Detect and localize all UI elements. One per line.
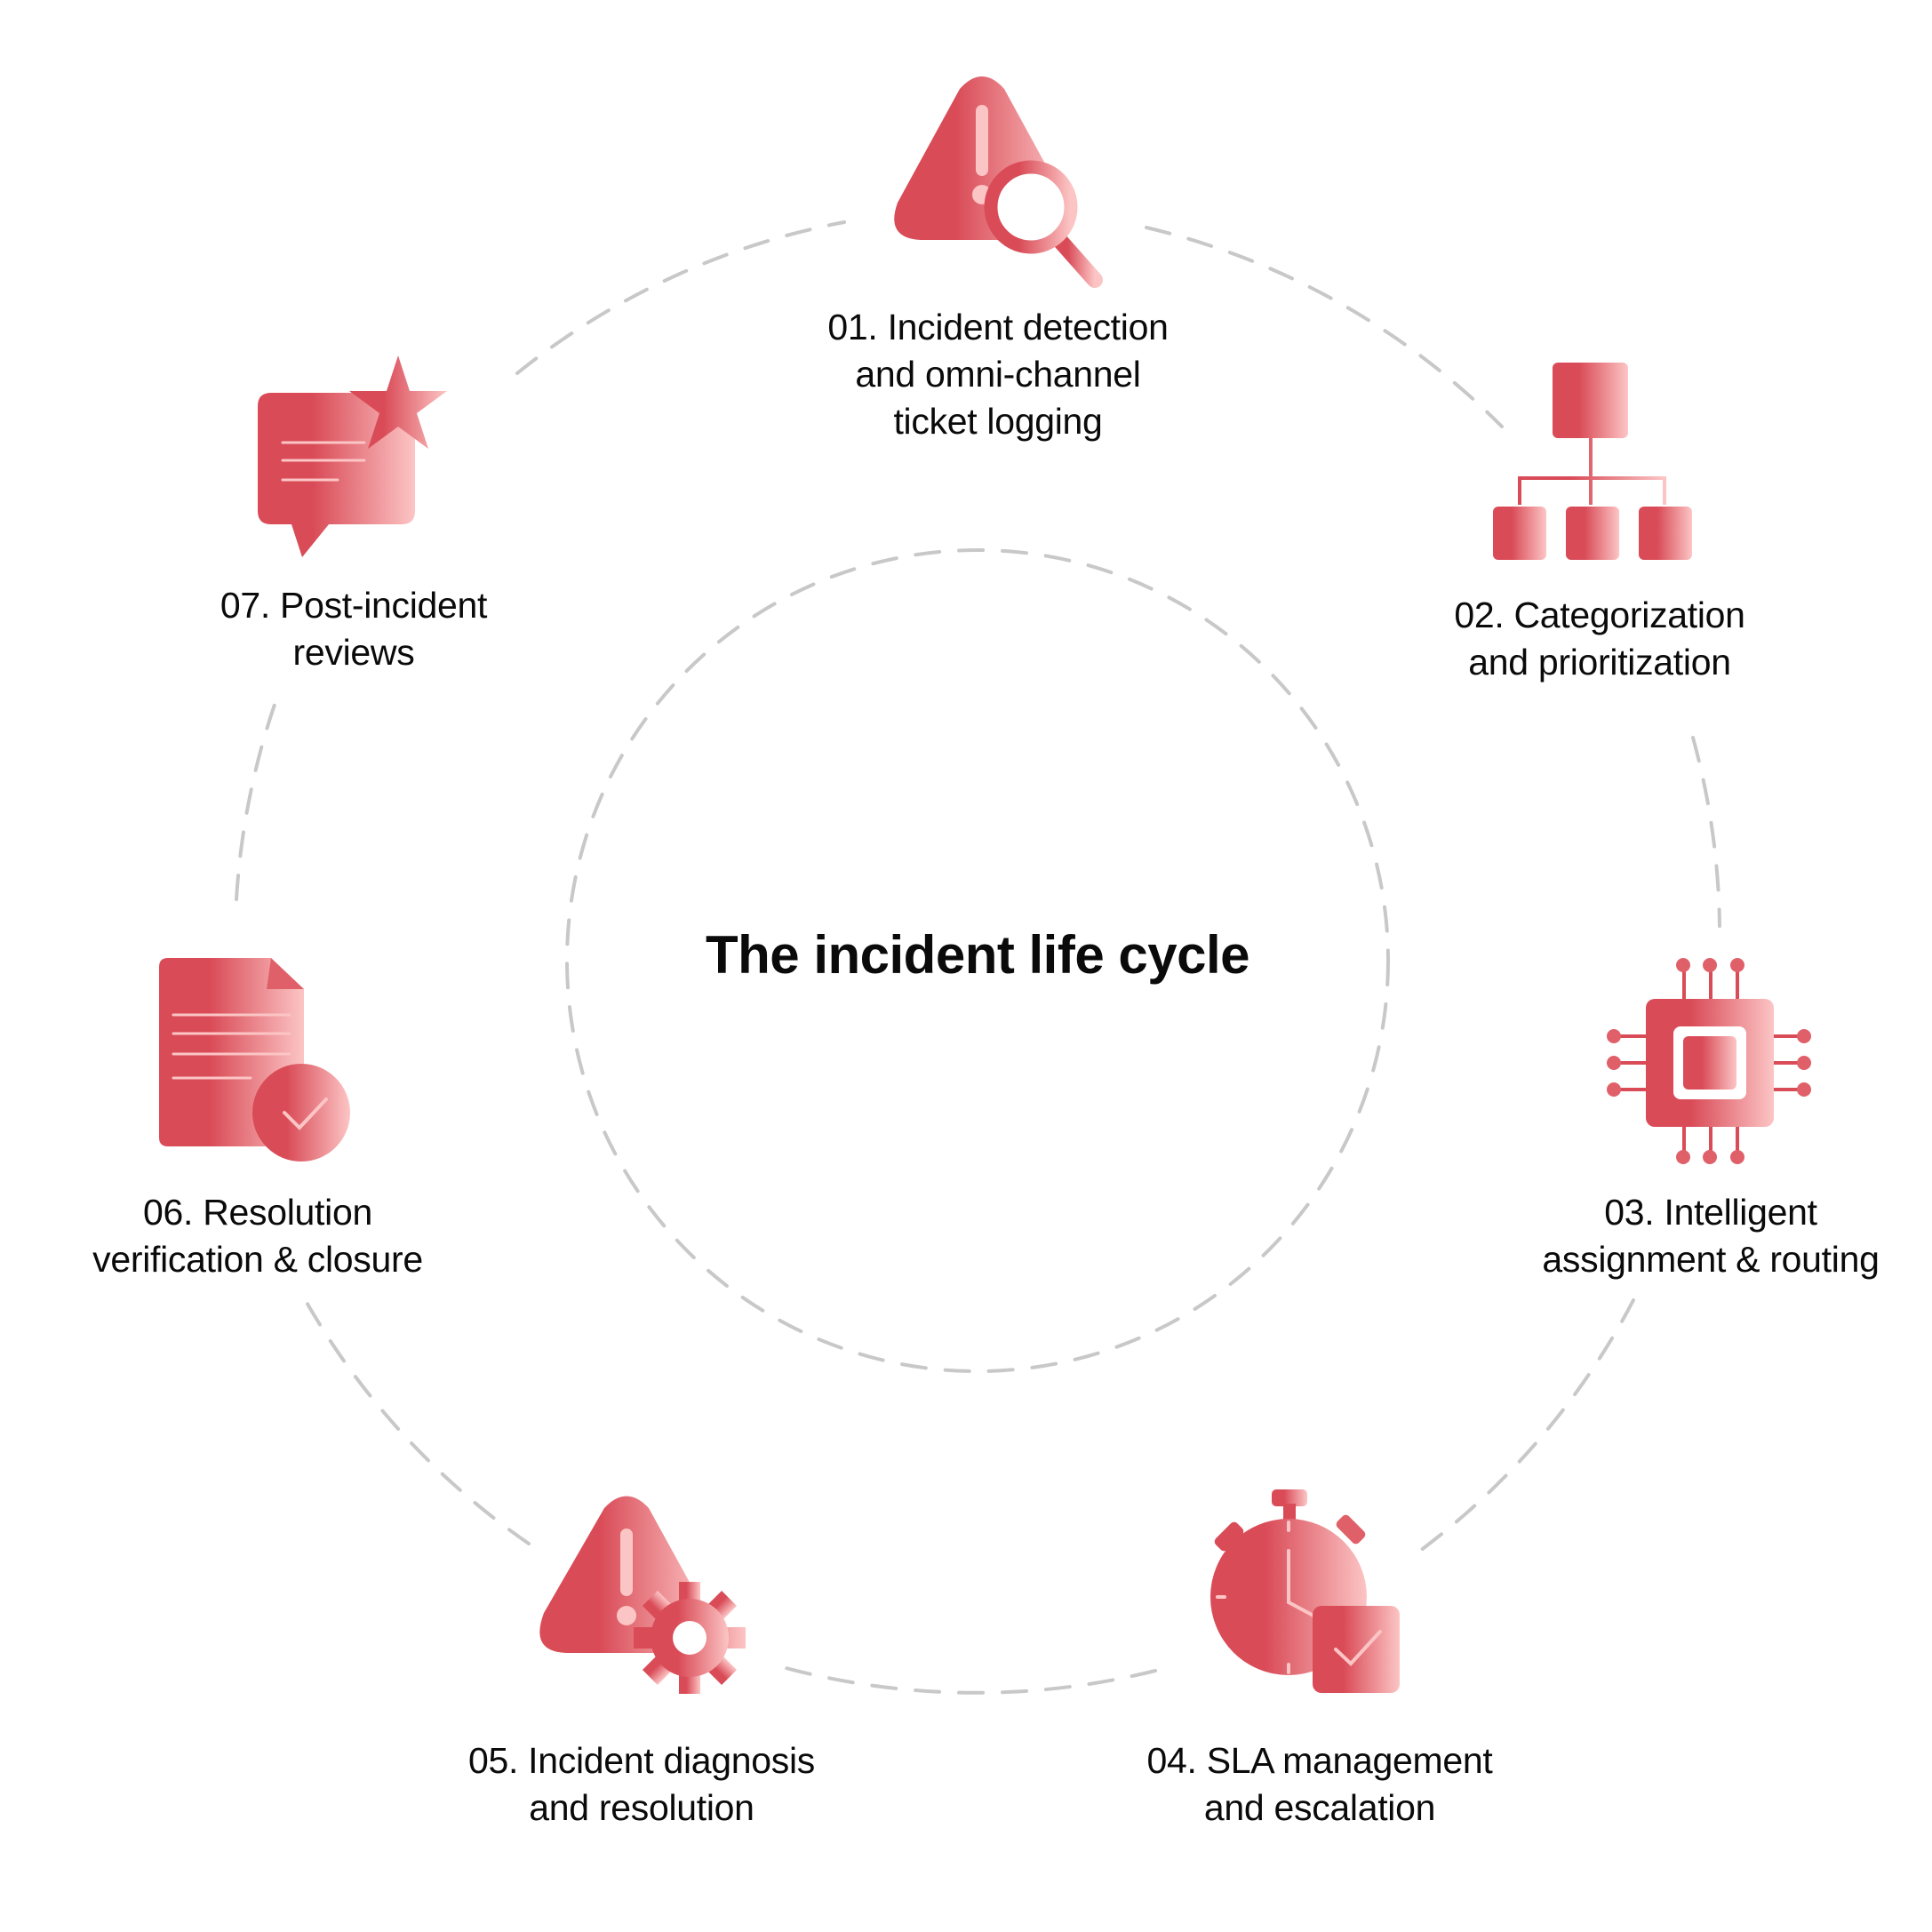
warning-magnifier-icon (894, 76, 1103, 288)
step-06-line-2: verification & closure (92, 1239, 423, 1280)
step-06-line-1: 06. Resolution (143, 1192, 372, 1233)
step-01-line-2: and omni-channel (855, 354, 1141, 395)
step-06-label: 06. Resolution verification & closure (92, 1189, 423, 1283)
step-04-line-2: and escalation (1203, 1787, 1436, 1828)
step-05-label: 05. Incident diagnosis and resolution (468, 1737, 815, 1832)
inner-ring (565, 548, 1390, 1373)
arc-03-to-04 (1418, 1298, 1635, 1553)
arc-04-to-05 (778, 1665, 1157, 1695)
step-07-line-2: reviews (292, 632, 415, 673)
step-04-line-1: 04. SLA management (1146, 1740, 1493, 1781)
arc-06-to-07 (235, 700, 277, 901)
step-02-line-1: 02. Categorization (1454, 595, 1745, 635)
step-07-line-1: 07. Post-incident (220, 585, 488, 626)
chip-icon (1607, 958, 1811, 1164)
outer-ring (235, 220, 1721, 1695)
document-check-icon (159, 958, 350, 1162)
warning-gear-icon (539, 1496, 746, 1694)
step-02-label: 02. Categorization and prioritization (1454, 592, 1745, 686)
chat-star-icon (258, 355, 447, 557)
arc-07-to-01 (515, 220, 846, 375)
step-03-line-2: assignment & routing (1542, 1239, 1880, 1280)
step-02-line-2: and prioritization (1468, 642, 1731, 683)
step-03-label: 03. Intelligent assignment & routing (1542, 1189, 1879, 1283)
diagram-title: The incident life cycle (705, 925, 1250, 985)
step-07-label: 07. Post-incident reviews (220, 582, 488, 676)
step-03-line-1: 03. Intelligent (1604, 1192, 1817, 1233)
step-04-label: 04. SLA management and escalation (1147, 1737, 1493, 1832)
step-01-line-3: ticket logging (893, 401, 1103, 442)
step-05-line-2: and resolution (529, 1787, 754, 1828)
stopwatch-check-icon (1210, 1489, 1400, 1693)
step-05-line-1: 05. Incident diagnosis (467, 1740, 816, 1781)
arc-01-to-02 (1145, 226, 1504, 428)
step-01-label: 01. Incident detection and omni-channel … (827, 304, 1168, 445)
step-01-line-1: 01. Incident detection (827, 307, 1169, 347)
arc-02-to-03 (1691, 736, 1721, 928)
arc-05-to-06 (303, 1297, 531, 1545)
hierarchy-icon (1493, 363, 1692, 560)
